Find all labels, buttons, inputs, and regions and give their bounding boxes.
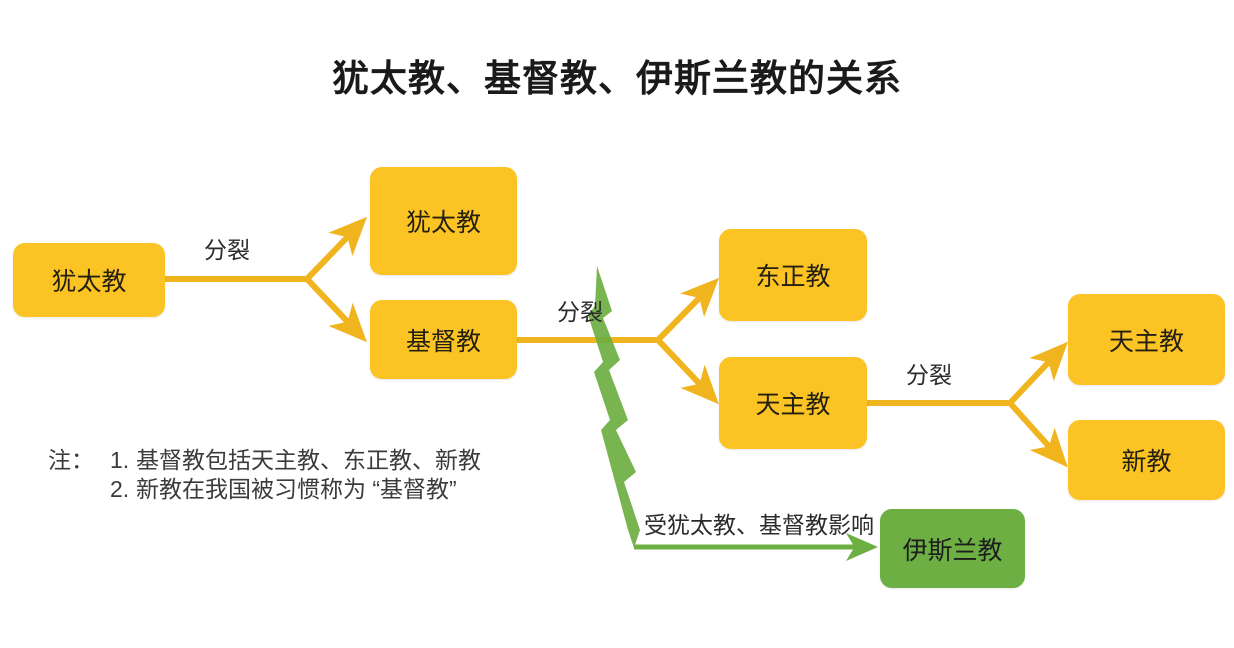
note-number: 2.	[110, 476, 130, 503]
edge-label-split-2: 分裂	[557, 299, 603, 325]
notes-block: 注： 1. 基督教包括天主教、东正教、新教 2. 新教在我国被习惯称为 “基督教…	[48, 446, 481, 505]
node-islam[interactable]: 伊斯兰教	[880, 509, 1025, 588]
notes-prefix: 注：	[48, 447, 94, 473]
edge-influence-upward	[588, 266, 640, 548]
node-judaism-root[interactable]: 犹太教	[13, 243, 165, 317]
edge-christianity-split	[517, 277, 720, 405]
note-text: 基督教包括天主教、东正教、新教	[136, 447, 481, 473]
note-row: 2. 新教在我国被习惯称为 “基督教”	[48, 475, 481, 504]
note-row: 注： 1. 基督教包括天主教、东正教、新教	[48, 446, 481, 475]
edge-label-split-1: 分裂	[204, 237, 250, 263]
note-number: 1.	[110, 447, 130, 473]
node-label: 犹太教	[51, 268, 127, 296]
edge-judaism-split	[165, 216, 367, 343]
edge-label-split-3: 分裂	[906, 362, 952, 388]
node-christianity[interactable]: 基督教	[370, 300, 517, 379]
edge-label-influence: 受犹太教、基督教影响	[644, 512, 874, 538]
page-title: 犹太教、基督教、伊斯兰教的关系	[332, 58, 902, 99]
node-label: 犹太教	[405, 209, 481, 237]
node-catholic-right[interactable]: 天主教	[1068, 294, 1225, 385]
node-label: 天主教	[755, 391, 831, 419]
node-label: 新教	[1121, 448, 1172, 476]
node-label: 天主教	[1108, 327, 1184, 356]
node-label: 东正教	[755, 263, 831, 291]
node-protestant[interactable]: 新教	[1068, 420, 1225, 500]
edge-catholic-split	[867, 341, 1068, 468]
note-text: 新教在我国被习惯称为 “基督教”	[136, 476, 457, 503]
node-label: 伊斯兰教	[902, 536, 1003, 565]
node-catholic-middle[interactable]: 天主教	[719, 357, 867, 449]
node-orthodox[interactable]: 东正教	[719, 229, 867, 321]
node-judaism-branch[interactable]: 犹太教	[370, 167, 517, 275]
notes-prefix-spacer	[48, 475, 110, 504]
node-label: 基督教	[405, 327, 481, 356]
